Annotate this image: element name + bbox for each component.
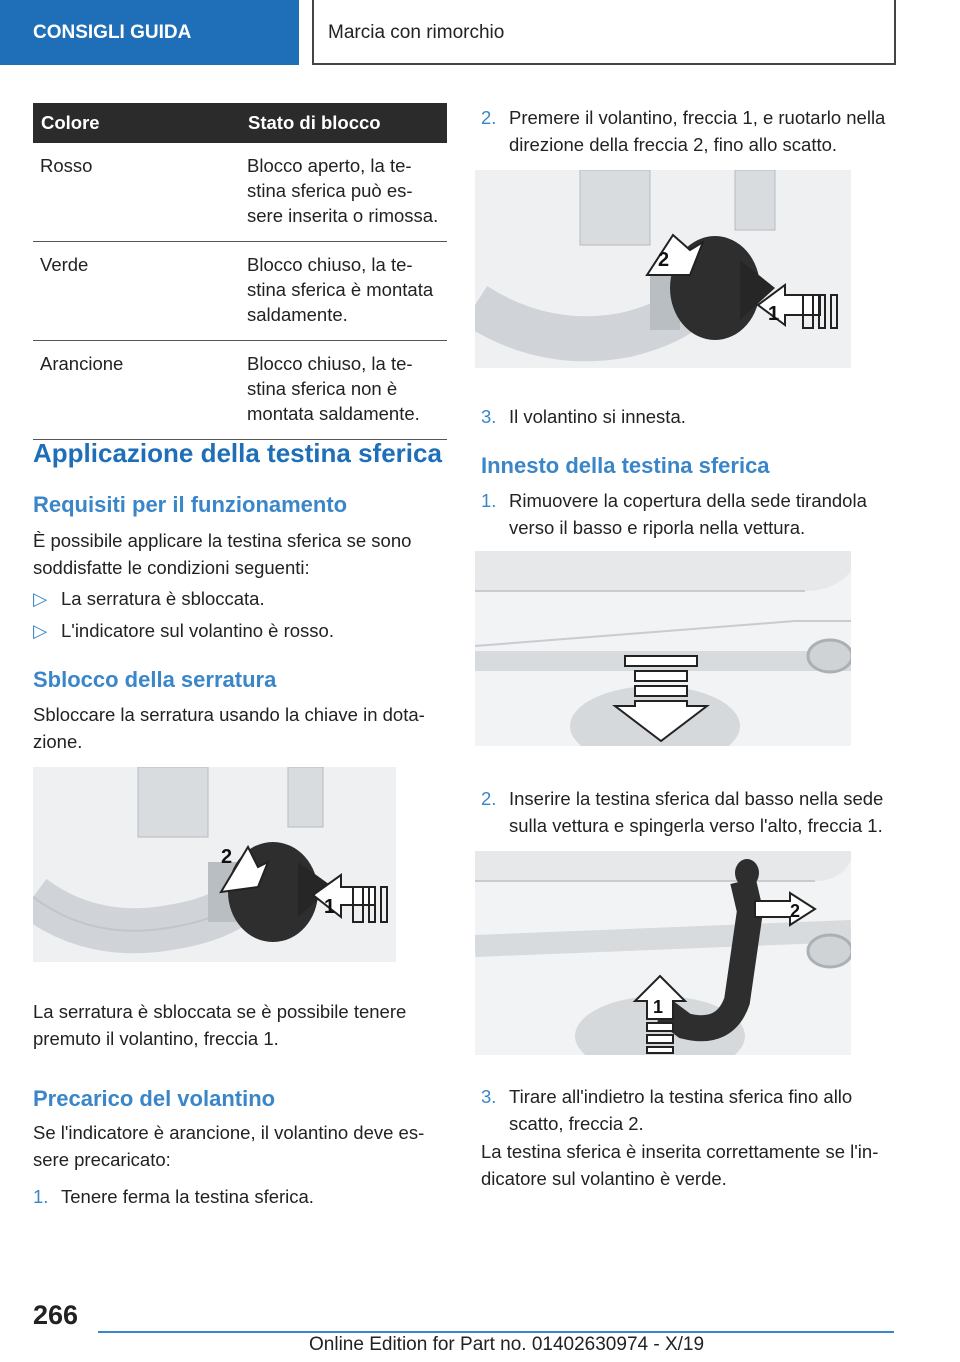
state-line: saldamente.	[247, 304, 348, 325]
table-cell-state: Blocco chiuso, la te- stina sferica non …	[240, 340, 447, 440]
handwheel-rotate-illustration: 2 1	[475, 170, 851, 368]
arrow-label-2: 2	[790, 901, 800, 921]
state-line: Blocco chiuso, la te-	[247, 254, 413, 275]
bullet-text: L'indicatore sul volantino è rosso.	[61, 620, 334, 641]
table-header-state: Stato di blocco	[240, 103, 447, 143]
state-line: sere inserita o rimossa.	[247, 205, 439, 226]
step-number: 3.	[481, 1086, 497, 1107]
section-heading: Applicazione della testina sferica	[33, 438, 442, 468]
table-header-row: Colore Stato di blocco	[33, 103, 447, 143]
footer-divider	[98, 1331, 894, 1333]
arrow-label-2: 2	[658, 249, 669, 271]
table-row: Rosso Blocco aperto, la te- stina sferic…	[33, 143, 447, 242]
chapter-title: Marcia con rimorchio	[312, 0, 896, 65]
step-text: Premere il volantino, freccia 1, e ruota…	[509, 107, 886, 155]
ball-head-insert-illustration: 2 1	[475, 851, 851, 1055]
step-number: 1.	[481, 490, 497, 511]
edition-footer: Online Edition for Part no. 01402630974 …	[309, 1334, 705, 1355]
table-row: Arancione Blocco chiuso, la te- stina sf…	[33, 340, 447, 440]
step-number: 2.	[481, 107, 497, 128]
arrow-label-1: 1	[324, 896, 335, 918]
state-line: Blocco chiuso, la te-	[247, 353, 413, 374]
unlock-text: Sbloccare la serratura usando la chiave …	[33, 704, 425, 752]
arrow-label-1: 1	[653, 997, 663, 1017]
step-text: Tenere ferma la testina sferica.	[61, 1186, 314, 1207]
state-line: Blocco aperto, la te-	[247, 155, 412, 176]
table-row: Verde Blocco chiuso, la te- stina sferic…	[33, 241, 447, 341]
requirements-heading: Requisiti per il funzionamento	[33, 492, 348, 517]
unlock-heading: Sblocco della serratura	[33, 667, 277, 692]
table-cell-state: Blocco aperto, la te- stina sferica può …	[240, 143, 447, 242]
table-header-color: Colore	[33, 103, 240, 143]
step-text: Inserire la testina sferica dal basso ne…	[509, 788, 884, 836]
table-cell-color: Rosso	[33, 143, 240, 242]
step-number: 1.	[33, 1186, 49, 1207]
section-tab: CONSIGLI GUIDA	[0, 0, 299, 65]
state-line: stina sferica è montata	[247, 279, 434, 300]
state-line: stina sferica può es-	[247, 180, 413, 201]
handwheel-illustration: 2 1	[33, 767, 396, 962]
step-number: 2.	[481, 788, 497, 809]
page-number: 266	[33, 1300, 79, 1330]
arrow-label-2: 2	[221, 846, 232, 868]
preload-text: Se l'indicatore è arancione, il volantin…	[33, 1122, 425, 1170]
table-cell-color: Arancione	[33, 340, 240, 440]
table-cell-color: Verde	[33, 241, 240, 341]
triangle-bullet-icon: ▷	[33, 588, 48, 609]
step-text: Rimuovere la copertura della sede tirand…	[509, 490, 867, 538]
final-text: La testina sferica è inserita correttame…	[481, 1141, 879, 1189]
state-line: montata saldamente.	[247, 403, 420, 424]
preload-heading: Precarico del volantino	[33, 1086, 276, 1111]
step-number: 3.	[481, 406, 497, 427]
receptacle-cover-illustration	[475, 551, 851, 746]
lock-status-table: Colore Stato di blocco Rosso Blocco aper…	[33, 103, 447, 440]
requirements-text: È possibile applicare la testina sferica…	[33, 530, 412, 578]
arrow-label-1: 1	[768, 303, 779, 325]
bullet-text: La serratura è sbloccata.	[61, 588, 265, 609]
table-cell-state: Blocco chiuso, la te- stina sferica è mo…	[240, 241, 447, 341]
step-text: Tirare all'indietro la testina sferica f…	[509, 1086, 853, 1134]
step-text: Il volantino si innesta.	[509, 406, 686, 427]
unlocked-text: La serratura è sbloccata se è possibile …	[33, 1001, 407, 1049]
state-line: stina sferica non è	[247, 378, 398, 399]
triangle-bullet-icon: ▷	[33, 620, 48, 641]
engage-heading: Innesto della testina sferica	[481, 453, 770, 478]
